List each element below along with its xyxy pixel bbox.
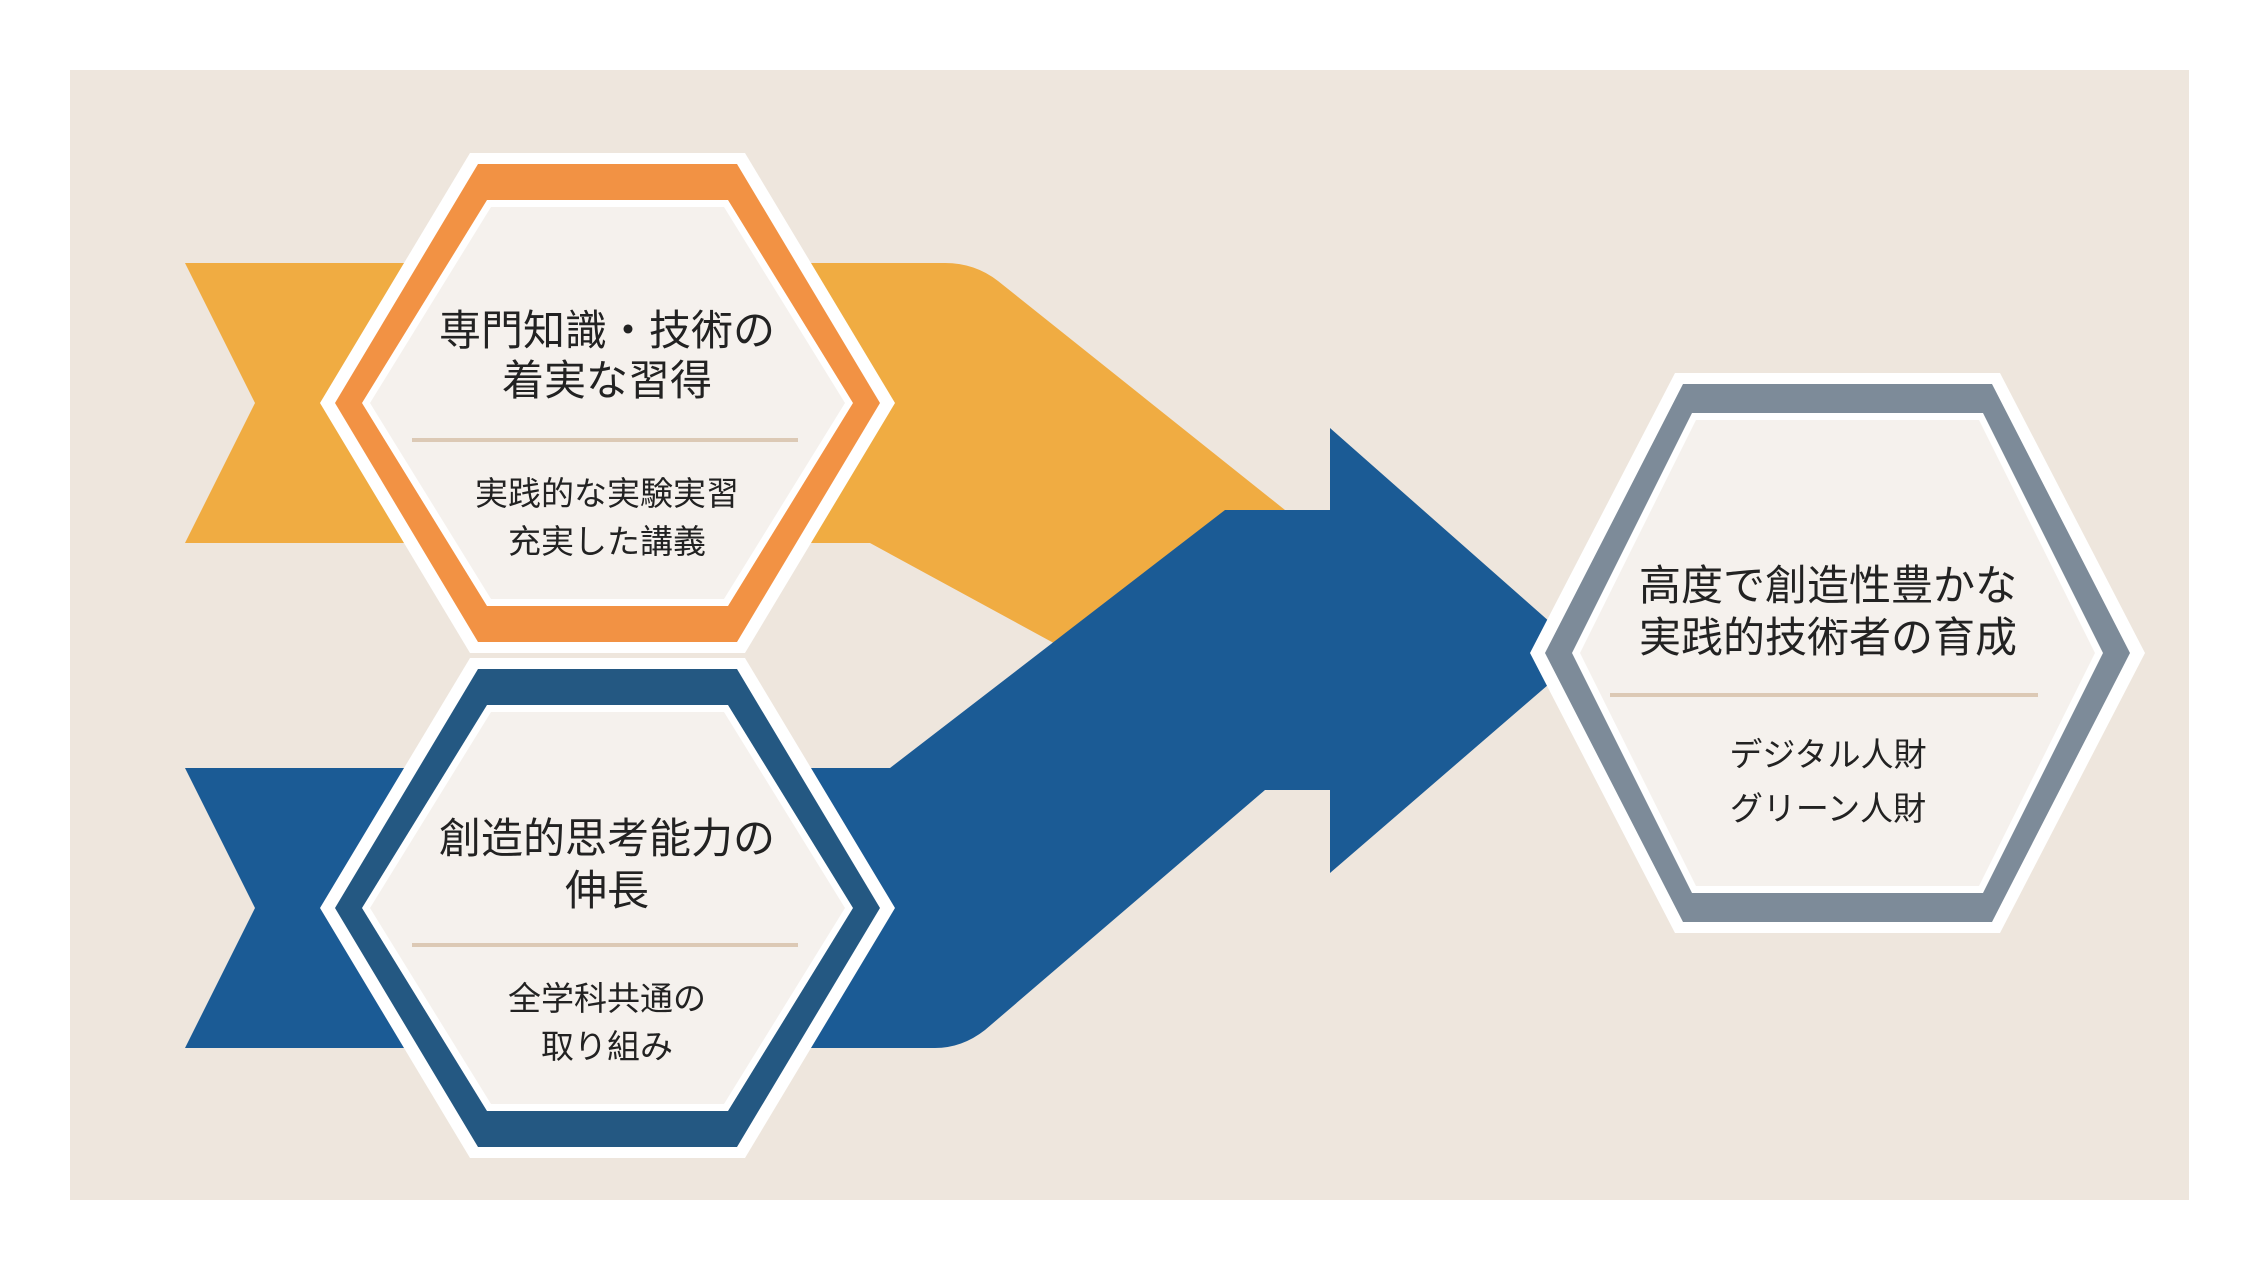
hexagon-knowledge: 専門知識・技術の 着実な習得 実践的な実験実習 充実した講義 — [320, 153, 895, 653]
hexagon-creativity-subtitle-line-1: 全学科共通の — [508, 979, 706, 1018]
hexagon-creativity: 創造的思考能力の 伸長 全学科共通の 取り組み — [320, 658, 895, 1158]
hexagon-goal-title-line-2: 実践的技術者の育成 — [1639, 613, 2017, 662]
hexagon-goal-subtitle-line-2: グリーン人財 — [1730, 789, 1926, 828]
hexagon-goal-title-line-1: 高度で創造性豊かな — [1639, 561, 2017, 610]
hexagon-knowledge-subtitle-line-1: 実践的な実験実習 — [475, 474, 739, 513]
hexagon-knowledge-face — [370, 207, 845, 599]
hexagon-knowledge-title-line-1: 専門知識・技術の — [439, 306, 775, 355]
hexagon-goal-subtitle-line-1: デジタル人財 — [1729, 735, 1926, 774]
hexagon-goal: 高度で創造性豊かな 実践的技術者の育成 デジタル人財 グリーン人財 — [1530, 373, 2145, 933]
hexagon-creativity-title-line-2: 伸長 — [565, 866, 649, 915]
hexagon-knowledge-title-line-2: 着実な習得 — [502, 356, 712, 405]
hexagon-creativity-subtitle-line-2: 取り組み — [541, 1027, 673, 1066]
hexagon-knowledge-subtitle-line-2: 充実した講義 — [508, 522, 706, 561]
hexagon-creativity-title-line-1: 創造的思考能力の — [439, 814, 775, 863]
hexagon-creativity-face — [370, 712, 845, 1104]
hexagon-goal-face — [1580, 420, 2095, 886]
